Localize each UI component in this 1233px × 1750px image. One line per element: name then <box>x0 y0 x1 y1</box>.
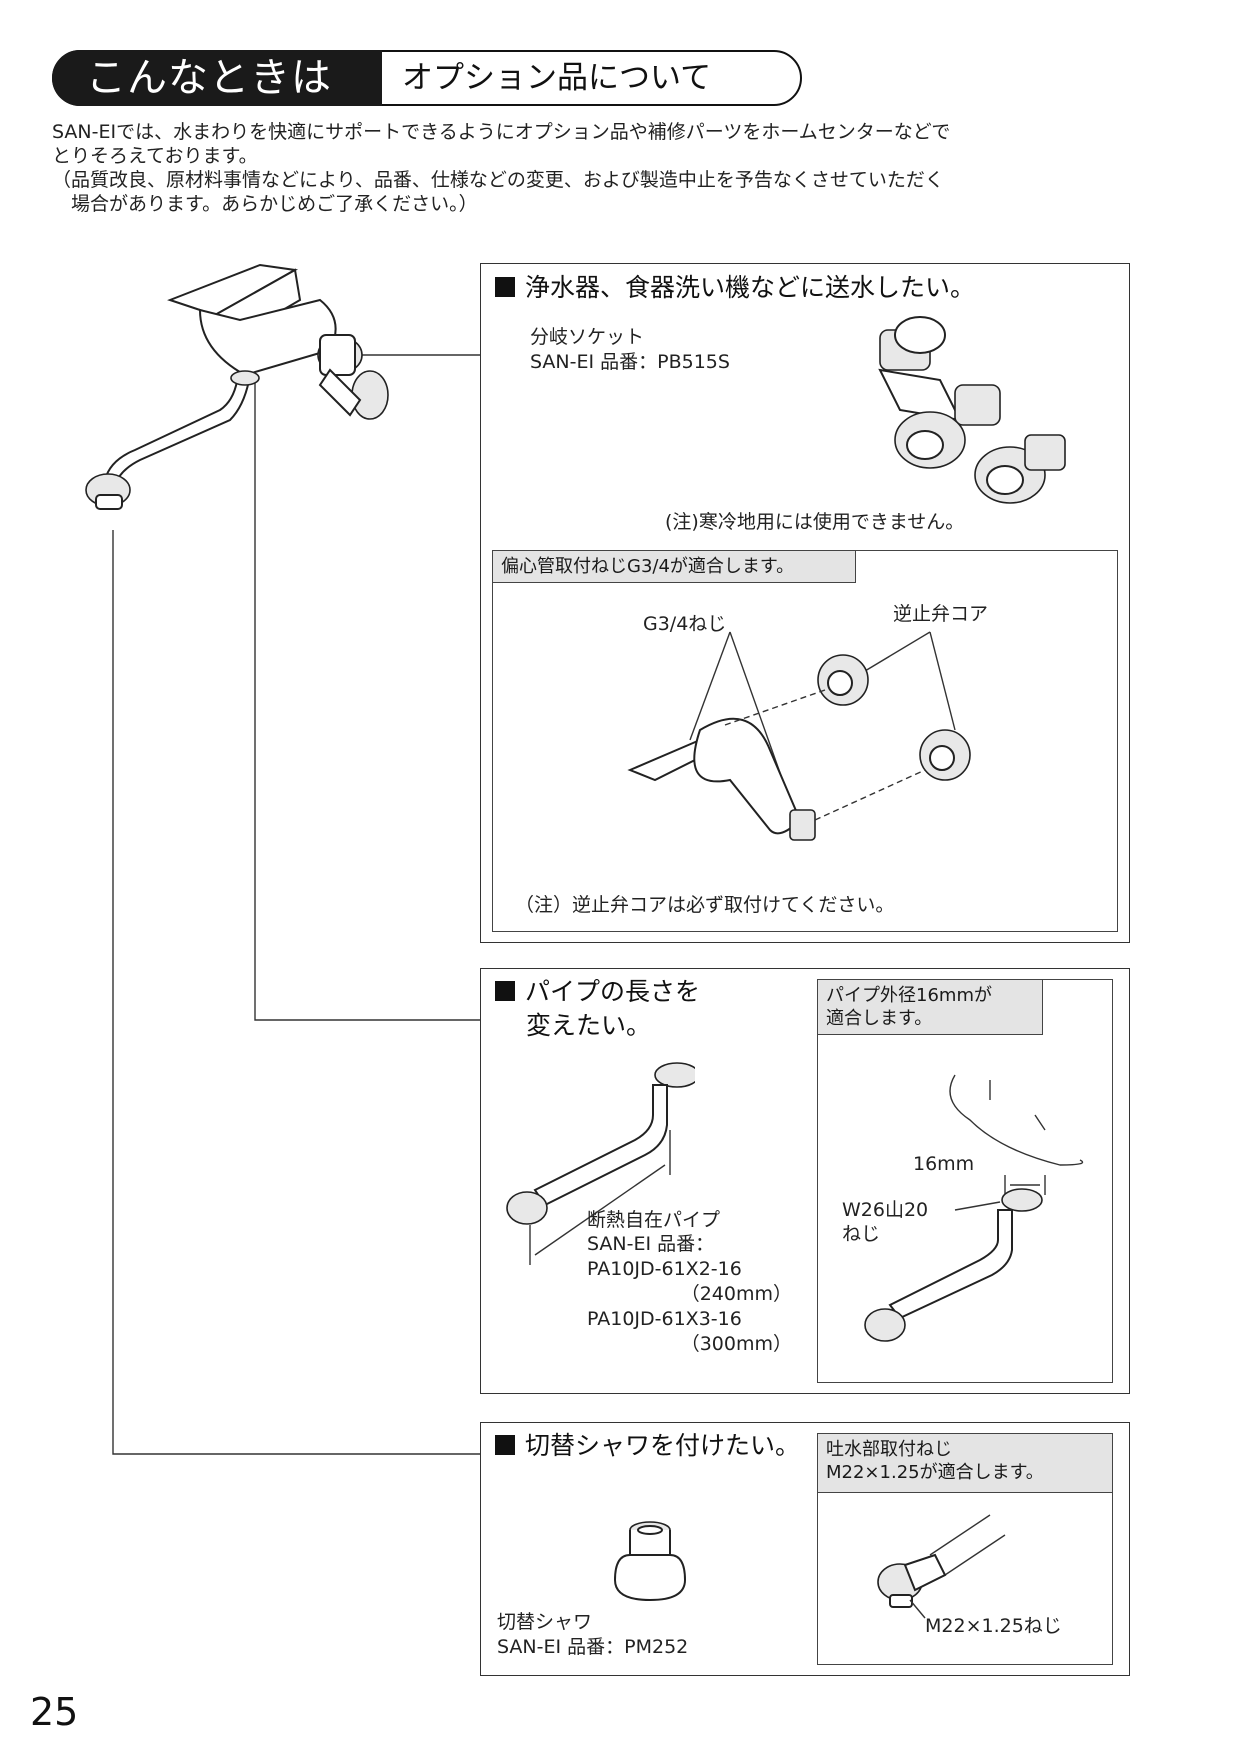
section-pipe-heading: パイプの長さを <box>495 976 700 1008</box>
pipe-product-name: 断熱自在パイプ <box>587 1209 721 1231</box>
socket-inner-panel <box>492 550 1118 932</box>
branch-socket-image <box>878 316 1066 504</box>
bullet-square-icon <box>495 1435 515 1455</box>
bullet-square-icon <box>495 981 515 1001</box>
intro-line-3: （品質改良、原材料事情などにより、品番、仕様などの変更、および製造中止を予告なく… <box>52 169 944 191</box>
callout-check-valve: 逆止弁コア <box>893 603 989 625</box>
callout-g34-thread: G3/4ねじ <box>643 613 727 635</box>
shower-product-name: 切替シャワ <box>497 1611 593 1633</box>
faucet-illustration <box>85 263 389 510</box>
pipe-length-300: （300mm） <box>680 1333 792 1355</box>
pipe-inner-label: パイプ外径16mmが適合します。 <box>817 979 1043 1035</box>
page-subtitle: オプション品について <box>402 60 712 96</box>
section-pipe-heading-line2: 変えたい。 <box>526 1011 652 1040</box>
page-title: こんなときは <box>52 50 382 106</box>
shower-thread-label: M22×1.25ねじ <box>925 1615 1062 1637</box>
shower-inner-label-line2: M22×1.25が適合します。 <box>826 1462 1044 1483</box>
section-shower-heading-text: 切替シャワを付けたい。 <box>525 1431 801 1460</box>
intro-line-2: とりそろえております。 <box>52 145 258 167</box>
section-shower-heading: 切替シャワを付けたい。 <box>495 1430 800 1462</box>
shower-inner-label-line1: 吐水部取付ねじ <box>826 1439 952 1460</box>
pipe-inner-panel <box>817 979 1113 1383</box>
intro-line-1: SAN-EIでは、水まわりを快適にサポートできるようにオプション品や補修パーツを… <box>52 121 951 143</box>
thread-diagram <box>627 631 971 841</box>
bullet-square-icon <box>495 277 515 297</box>
intro-line-4: 場合があります。あらかじめご了承ください。） <box>52 193 478 215</box>
socket-inner-note: （注）逆止弁コアは必ず取付けてください。 <box>515 894 895 916</box>
pipe-code-300: PA10JD-61X3-16 <box>587 1308 742 1330</box>
socket-note: (注)寒冷地用には使用できません。 <box>665 511 965 533</box>
shower-product-code: SAN-EI 品番：PM252 <box>497 1636 689 1658</box>
section-socket-heading: 浄水器、食器洗い機などに送水したい。 <box>495 272 975 304</box>
pipe-inner-label-line1: パイプ外径16mmが <box>826 985 992 1006</box>
pipe-length-240: （240mm） <box>680 1283 792 1305</box>
pipe-thread-line2: ねじ <box>842 1223 881 1245</box>
pipe-thread-diagram <box>864 1074 1084 1342</box>
socket-product-name: 分岐ソケット <box>530 326 645 348</box>
section-pipe-heading-line1: パイプの長さを <box>525 977 701 1006</box>
shower-thread-diagram <box>877 1514 1006 1619</box>
leader-line-shower <box>112 530 480 1455</box>
section-socket-heading-text: 浄水器、食器洗い機などに送水したい。 <box>525 273 976 302</box>
leader-line-pipe <box>254 380 480 1021</box>
page-number: 25 <box>30 1690 79 1734</box>
socket-inner-label: 偏心管取付ねじG3/4が適合します。 <box>492 550 856 583</box>
pipe-product-code-label: SAN-EI 品番： <box>587 1233 715 1255</box>
pipe-inner-label-line2: 適合します。 <box>826 1008 933 1029</box>
pipe-diameter-dim: 16mm <box>913 1153 975 1175</box>
switch-shower-image <box>613 1521 687 1602</box>
pipe-code-240: PA10JD-61X2-16 <box>587 1258 742 1280</box>
pipe-thread-line1: W26山20 <box>842 1199 929 1221</box>
insulated-pipe-image <box>506 1062 695 1265</box>
socket-product-code: SAN-EI 品番：PB515S <box>530 351 730 373</box>
